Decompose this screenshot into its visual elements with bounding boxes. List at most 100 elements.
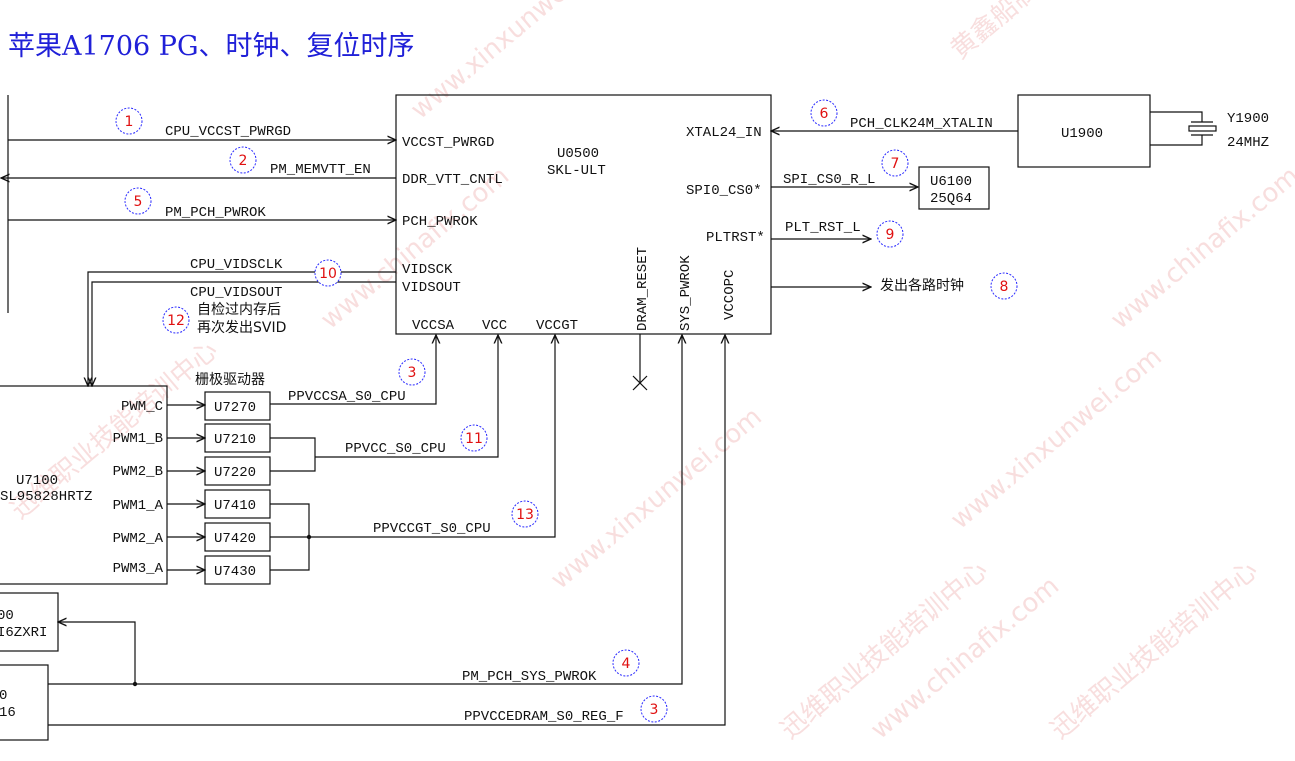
cpu-part: SKL-ULT	[547, 163, 606, 179]
watermark: 黄鑫船制作	[945, 0, 1064, 65]
no-connect-icon	[632, 375, 648, 391]
svid-note: 自检过内存后	[197, 302, 281, 318]
net-label: PPVCCSA_S0_CPU	[288, 389, 406, 405]
step-4: 4	[612, 649, 640, 677]
step-number: 3	[408, 365, 417, 381]
step-6: 6	[810, 99, 838, 127]
pin-vcc: VCC	[482, 318, 507, 334]
step-number: 6	[820, 106, 829, 122]
step-9: 9	[876, 220, 904, 248]
page-title: 苹果A1706 PG、时钟、复位时序	[8, 31, 415, 62]
svid-note: 再次发出SVID	[197, 320, 286, 336]
pwm-pin: PWM1_B	[113, 431, 163, 447]
pin-vidsout: VIDSOUT	[402, 280, 461, 296]
driver-u7430[interactable]: U7430	[214, 564, 256, 580]
pwm-pin: PWM_C	[121, 399, 163, 415]
pwm-pin: PWM2_A	[113, 531, 164, 547]
watermark: www.xinxunwei.com	[945, 342, 1168, 536]
watermark: www.xinxunwei.com	[405, 0, 628, 125]
pin-spi0-cs0: SPI0_CS0*	[686, 183, 762, 199]
step-number: 9	[886, 227, 895, 243]
wire-ppvccedram	[48, 335, 725, 726]
watermark: www.xinxunwei.com	[545, 402, 768, 596]
pin-vccopc: VCCOPC	[722, 270, 738, 320]
crystal-ref: Y1900	[1227, 111, 1269, 127]
net-label: PPVCCGT_S0_CPU	[373, 521, 491, 537]
step-1: 1	[115, 107, 143, 135]
net-label: PM_MEMVTT_EN	[270, 162, 371, 178]
wire-sys-pwrok-branch	[58, 622, 136, 684]
net-label: CPU_VCCST_PWRGD	[165, 124, 291, 140]
clocks-out-label: 发出各路时钟	[880, 277, 964, 294]
step-3b: 3	[640, 695, 668, 723]
partial-chip-2[interactable]	[0, 664, 49, 741]
net-label: PM_PCH_PWROK	[165, 205, 266, 221]
pin-vccst-pwrgd: VCCST_PWRGD	[402, 135, 494, 151]
pin-sys-pwrok: SYS_PWROK	[678, 255, 694, 331]
net-label: PPVCCEDRAM_S0_REG_F	[464, 709, 624, 725]
pin-xtal24-in: XTAL24_IN	[686, 125, 762, 141]
step-12: 12	[162, 306, 190, 334]
wire-cpu-vidsout	[92, 281, 396, 386]
pwm-pin: PWM3_A	[113, 561, 164, 577]
step-number: 13	[516, 507, 534, 523]
step-number: 12	[167, 313, 185, 329]
flash-part: 25Q64	[930, 191, 972, 207]
wire-ppvcc	[315, 335, 498, 458]
wire-pm-pch-sys-pwrok	[48, 335, 682, 685]
watermark: 迅维职业技能培训中心	[1045, 555, 1263, 745]
step-number: 10	[319, 266, 337, 282]
pwm-controller-u7100[interactable]	[0, 385, 168, 585]
step-13: 13	[511, 500, 539, 528]
net-label: SPI_CS0_R_L	[783, 172, 875, 188]
pin-vccsa: VCCSA	[412, 318, 455, 334]
driver-u7210[interactable]: U7210	[214, 432, 256, 448]
driver-u7270[interactable]: U7270	[214, 400, 256, 416]
step-7: 7	[881, 149, 909, 177]
driver-u7410[interactable]: U7410	[214, 498, 256, 514]
clock-gen-u1900[interactable]	[1017, 94, 1151, 168]
pin-vccgt: VCCGT	[536, 318, 578, 334]
pin-ddr-vtt-cntl: DDR_VTT_CNTL	[402, 172, 503, 188]
step-2: 2	[229, 146, 257, 174]
clock-gen-ref: U1900	[1061, 126, 1103, 142]
wire-cpu-vidsclk	[88, 271, 396, 386]
driver-u7220[interactable]: U7220	[214, 465, 256, 481]
pwm-pin: PWM2_B	[113, 464, 163, 480]
pwm-ctrl-part: SL95828HRTZ	[0, 489, 92, 505]
step-number: 3	[650, 702, 659, 718]
flash-u6100[interactable]	[918, 166, 990, 210]
net-label: PCH_CLK24M_XTALIN	[850, 116, 993, 132]
cpu-ref: U0500	[557, 146, 599, 162]
pwm-ctrl-ref: U7100	[16, 473, 58, 489]
step-number: 8	[1000, 279, 1009, 295]
crystal-icon	[1150, 111, 1217, 146]
step-number: 1	[125, 114, 134, 130]
crystal-freq: 24MHZ	[1227, 135, 1269, 151]
step-3: 3	[398, 358, 426, 386]
pin-vidsck: VIDSCK	[402, 262, 453, 278]
step-8: 8	[990, 272, 1018, 300]
wire-ppvccgt	[309, 335, 555, 538]
step-11: 11	[460, 424, 488, 452]
pwm-pin: PWM1_A	[113, 498, 164, 514]
pin-pch-pwrok: PCH_PWROK	[402, 214, 478, 230]
partial-chip-1-part: I6ZXRI	[0, 625, 47, 641]
net-label: CPU_VIDSCLK	[190, 257, 283, 273]
pin-pltrst: PLTRST*	[706, 230, 765, 246]
driver-u7420[interactable]: U7420	[214, 531, 256, 547]
net-label: PPVCC_S0_CPU	[345, 441, 446, 457]
step-number: 5	[134, 194, 143, 210]
partial-chip-2-ref: 0	[0, 688, 7, 704]
step-number: 7	[891, 156, 900, 172]
partial-chip-1-ref: 00	[0, 608, 14, 624]
junction-dot	[132, 681, 138, 687]
step-number: 11	[465, 431, 483, 447]
step-10: 10	[314, 259, 342, 287]
net-label: PLT_RST_L	[785, 220, 861, 236]
gate-driver-label: 栅极驱动器	[195, 372, 265, 388]
partial-chip-2-part: 16	[0, 705, 16, 721]
step-number: 2	[239, 153, 248, 169]
cpu-u0500[interactable]	[395, 94, 772, 335]
